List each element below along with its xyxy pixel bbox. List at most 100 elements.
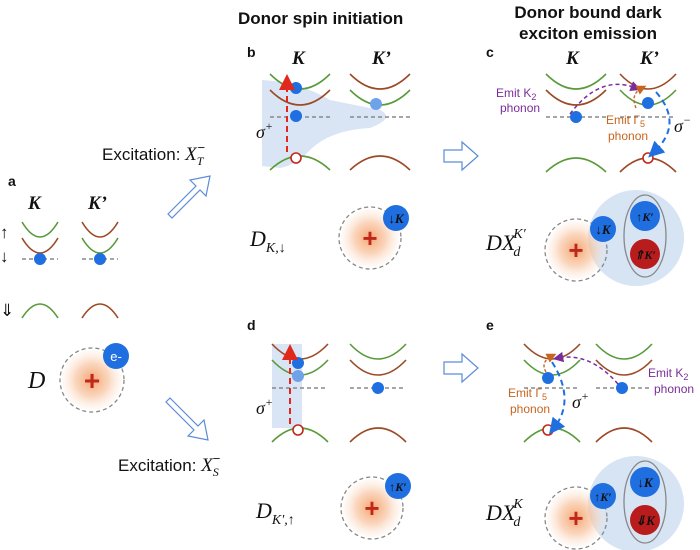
sigma-minus-label: σ− [674, 113, 691, 136]
phonon-arrow-orange [633, 85, 647, 109]
panel-d: d σ+ DK′,↑ + ↑K′ [247, 317, 411, 540]
excitation-singlet: Excitation: XS− [118, 397, 220, 479]
block-arrow-up-right-icon [167, 175, 211, 219]
panel-label-e: e [486, 317, 494, 333]
donor-orbit [544, 218, 608, 282]
valley-Kp-label: K’ [639, 48, 659, 69]
band-conduction-lower-Kp [81, 237, 119, 254]
spin-badge-label: ↑K′ [594, 490, 611, 504]
emission-arrow-blue [549, 361, 566, 435]
state-DX-Kp: DXdK′ [485, 227, 527, 260]
panel-label-a: a [8, 173, 16, 189]
hole-badge [630, 239, 660, 269]
band-conduction-lower-Kp [349, 359, 407, 376]
band-conduction-upper-Kp [349, 73, 411, 90]
hole-circle [290, 152, 302, 164]
donor-orbit [59, 347, 125, 413]
donor-orbit [338, 206, 402, 270]
phonon-K2-label: Emit K2 [648, 366, 688, 382]
hole-badge [630, 505, 660, 535]
sigma-plus-label: σ+ [256, 119, 273, 142]
block-arrow-right-icon [443, 352, 479, 384]
exciton-pair-outline [623, 194, 667, 278]
header-dark-emission-line2: exciton emission [519, 24, 657, 43]
band-valence-K [21, 303, 59, 319]
band-valence-Kp [349, 155, 411, 171]
spin-badge [385, 473, 411, 499]
electron-dot [616, 382, 628, 394]
spin-badge-label: ↓K [637, 475, 654, 490]
hole-down-arrow-icon: ⇓ [0, 301, 14, 320]
phonon-G5-label-line2: phonon [608, 129, 648, 143]
state-D-Kp-up: DK′,↑ [255, 498, 295, 528]
band-conduction-upper-Kp [619, 73, 677, 90]
electron-dot [372, 382, 384, 394]
excitation-singlet-label: Excitation: XS− [118, 451, 220, 479]
donor-core [547, 221, 605, 279]
phonon-arrow-purple [569, 81, 641, 115]
band-conduction-upper-K [545, 73, 607, 90]
band-valence-Kp [349, 427, 407, 443]
spin-badge [630, 201, 660, 231]
band-conduction-lower-K [269, 89, 331, 106]
donor-core [547, 489, 605, 547]
band-conduction-upper-Kp [349, 343, 407, 360]
band-valence-Kp [595, 427, 653, 443]
electron-dot [34, 253, 46, 265]
hole-badge-label: ⇑K′ [634, 248, 655, 262]
spin-badge-label: ↓K [388, 211, 405, 226]
panel-label-b: b [247, 44, 256, 60]
donor-orbit [340, 476, 404, 540]
panel-b: b K K’ σ+ DK,↓ + ↓K [247, 44, 411, 270]
phonon-arrow-orange [543, 353, 557, 373]
panel-c: c K K’ Emit K2 phonon Emit Γ5 phonon σ− … [485, 44, 691, 286]
band-conduction-upper-K [523, 343, 581, 360]
donor-orbit [544, 486, 608, 550]
sigma-plus-label: σ+ [572, 389, 589, 412]
valley-Kp-label: K’ [371, 48, 391, 69]
valley-K-label: K [291, 48, 306, 69]
exciton-cloud [588, 190, 684, 286]
electron-dot [290, 82, 302, 94]
electron-dot-faded [292, 370, 304, 382]
spin-badge-label: ↑K′ [389, 480, 406, 494]
spin-badge [590, 483, 616, 509]
band-conduction-upper-Kp [81, 221, 119, 238]
hole-circle [542, 424, 554, 436]
electron-dot [570, 111, 582, 123]
band-conduction-lower-K [21, 237, 59, 254]
band-conduction-lower-K [545, 89, 607, 106]
electron-label: e- [110, 349, 122, 364]
valley-K-label: K [27, 193, 42, 214]
hole-badge-label: ⇓K [635, 513, 656, 528]
spin-up-arrow-icon: ↑ [0, 223, 9, 242]
spin-badge [383, 205, 409, 231]
panel-label-d: d [247, 317, 256, 333]
electron-dot [642, 97, 654, 109]
spin-down-arrow-icon: ↓ [0, 247, 9, 266]
plus-icon: + [568, 503, 583, 533]
band-conduction-upper-K [21, 221, 59, 238]
spin-badge-label: ↓K [595, 222, 612, 237]
electron-dot [292, 357, 304, 369]
sigma-plus-label: σ+ [256, 395, 273, 418]
electron-dot [542, 372, 554, 384]
emission-arrow-blue [648, 91, 671, 158]
hole-circle [642, 152, 654, 164]
phonon-G5-label: Emit Γ5 [508, 386, 547, 402]
plus-icon: + [362, 223, 377, 253]
electron-badge [103, 343, 129, 369]
exciton-pair-outline [623, 460, 667, 544]
valley-Kp-label: K’ [87, 193, 107, 214]
valley-K-label: K [565, 48, 580, 69]
electron-dot [290, 110, 302, 122]
plus-icon: + [568, 235, 583, 265]
header-spin-initiation: Donor spin initiation [238, 9, 403, 28]
phonon-K2-label-line2: phonon [654, 382, 694, 396]
state-DX-K: DXdK [485, 497, 523, 530]
electron-dot [94, 253, 106, 265]
state-D-K-down: DK,↓ [249, 226, 286, 256]
phonon-K2-label: Emit K2 [496, 86, 536, 102]
